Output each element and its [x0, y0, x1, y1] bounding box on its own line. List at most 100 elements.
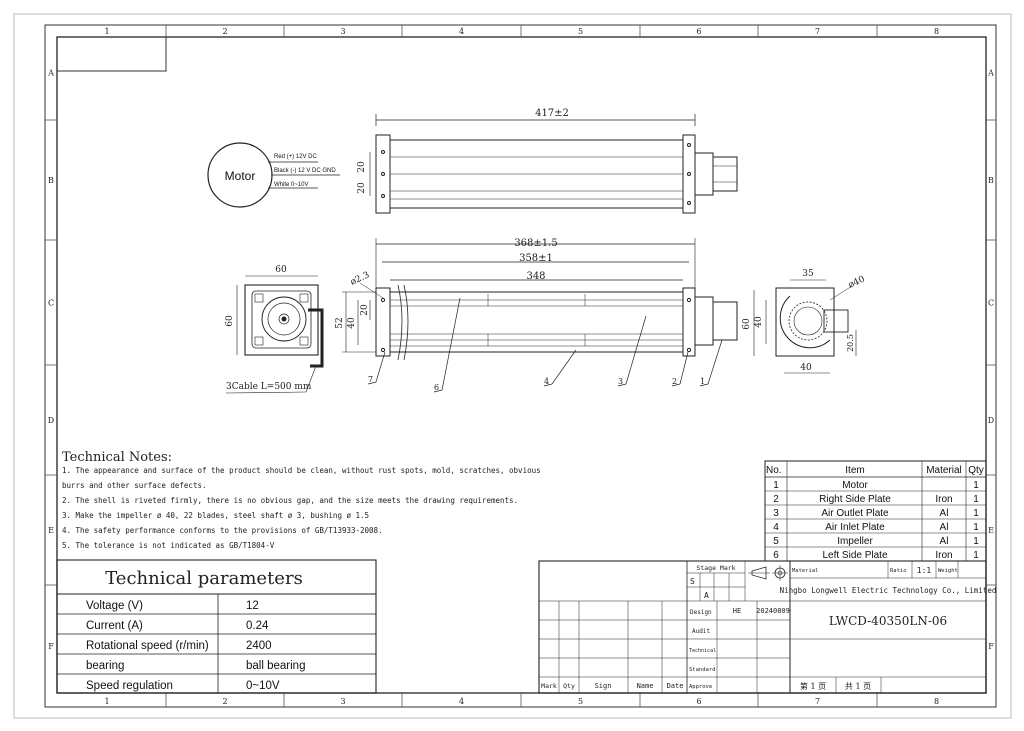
zone-col-6-bottom: 6: [696, 697, 701, 706]
tb-material: Material: [792, 568, 819, 574]
frame-border: [44, 24, 997, 708]
bom-cell-r2-c2: Right Side Plate: [819, 494, 891, 505]
dim-right-35: 35: [802, 269, 814, 279]
bom-cell-r4-c1: 4: [773, 522, 779, 533]
tb-ratio-label: Ratio: [890, 568, 907, 574]
tb-standard: Standard: [689, 667, 716, 673]
zone-row-A-right: A: [987, 69, 994, 78]
tb-designer: HE: [733, 607, 741, 615]
tb-ratio: 1:1: [917, 566, 932, 575]
technical-notes: Technical Notes: 1. The appearance and s…: [62, 450, 541, 550]
zone-row-C-left: C: [48, 299, 54, 308]
wire-label-black: Black (-) 12 V DC GND: [274, 168, 336, 174]
note-line-5: 4. The safety performance conforms to th…: [62, 526, 383, 535]
param-key-bearing: bearing: [86, 660, 124, 672]
tb-sign: Sign: [595, 682, 612, 690]
right-end-view: 35 ø40 60 40 40 20.5: [742, 269, 867, 374]
zone-col-1-top: 1: [104, 27, 109, 36]
tb-qty: Qty: [563, 682, 575, 690]
tb-company: Ningbo Longwell Electric Technology Co.,…: [780, 586, 997, 595]
callout-2: 2: [672, 377, 677, 386]
zone-col-8-bottom: 8: [934, 697, 939, 706]
zone-row-C-right: C: [988, 299, 994, 308]
note-line-3: 2. The shell is riveted firmly, there is…: [62, 496, 518, 505]
note-line-4: 3. Make the impeller ø 40, 22 blades, st…: [62, 511, 369, 520]
dim-top-20b: 20: [357, 182, 367, 194]
tb-part-number: LWCD-40350LN-06: [829, 614, 947, 628]
bom-cell-r5-c4: 1: [973, 536, 979, 547]
dim-358: 358±1: [519, 253, 553, 264]
dim-right-20-5: 20.5: [846, 334, 855, 352]
bom-cell-r6-c4: 1: [973, 550, 979, 561]
zone-row-D-right: D: [988, 416, 994, 425]
dim-top-20a: 20: [357, 161, 367, 173]
dim-right-dia40: ø40: [847, 274, 867, 290]
param-val-voltage: 12: [246, 600, 259, 612]
tb-date-label: Date: [667, 682, 684, 690]
bom-header-item: Item: [845, 465, 864, 476]
bom-cell-r3-c2: Air Outlet Plate: [821, 508, 889, 519]
zone-marks: [45, 25, 996, 707]
tb-approve: Approve: [689, 684, 712, 690]
param-key-speed: Rotational speed (r/min): [86, 640, 209, 652]
zone-row-F-right: F: [988, 642, 994, 651]
bom-cell-r4-c2: Air Inlet Plate: [825, 522, 885, 533]
bom-cell-r5-c1: 5: [773, 536, 779, 547]
bom-header-qty: Qty: [968, 465, 984, 476]
title-block-text: Stage Mark S A Material Ratio 1:1 Weight…: [541, 564, 996, 691]
corner-box: [56, 36, 167, 72]
zone-col-7-bottom: 7: [815, 697, 820, 706]
tb-name: Name: [637, 682, 654, 690]
wire-label-white: White 0~10V: [274, 182, 309, 188]
dim-right-b40: 40: [800, 363, 812, 373]
tb-design-label: Design: [690, 609, 712, 616]
zone-row-B-left: B: [48, 176, 54, 185]
tb-stage-mark: Stage Mark: [696, 564, 735, 572]
bom-cell-r1-c1: 1: [773, 480, 779, 491]
tb-weight: Weight: [938, 568, 958, 574]
motor-wiring-symbol: Motor Red (+) 12V DC Black (-) 12 V DC G…: [207, 142, 340, 208]
bom-cell-r3-c4: 1: [973, 508, 979, 519]
bom-cell-r6-c2: Left Side Plate: [822, 550, 887, 561]
bom-cell-r2-c4: 1: [973, 494, 979, 505]
bom-cell-r2-c1: 2: [773, 494, 779, 505]
zone-row-F-left: F: [48, 642, 54, 651]
zone-col-5-bottom: 5: [578, 697, 583, 706]
zone-col-8-top: 8: [934, 27, 939, 36]
callout-1: 1: [700, 377, 705, 386]
callout-numbers: 7 6 4 3 2 1: [368, 375, 705, 392]
tb-s: S: [690, 577, 695, 586]
param-key-current: Current (A): [86, 620, 143, 632]
bom-cell-r3-c1: 3: [773, 508, 779, 519]
param-val-speed: 2400: [246, 640, 272, 652]
note-line-1: 1. The appearance and surface of the pro…: [62, 466, 541, 475]
bom-text: No. Item Material Qty: [766, 465, 984, 476]
dim-368: 368±1.5: [514, 238, 557, 249]
bom-cell-r5-c3: Al: [940, 536, 949, 547]
zone-row-E-right: E: [988, 526, 994, 535]
zone-col-2-bottom: 2: [222, 697, 227, 706]
param-val-current: 0.24: [246, 620, 269, 632]
left-end-view: 60 60 3Cable L=500 mm: [225, 265, 324, 394]
zone-row-E-left: E: [48, 526, 54, 535]
zone-row-B-right: B: [988, 176, 994, 185]
zone-col-7-top: 7: [815, 27, 820, 36]
zone-col-6-top: 6: [696, 27, 701, 36]
zone-col-1-bottom: 1: [104, 697, 109, 706]
note-line-6: 5. The tolerance is not indicated as GB/…: [62, 541, 275, 550]
zone-col-5-top: 5: [578, 27, 583, 36]
top-view: 417±2 20 20: [357, 108, 738, 214]
tb-total: 共 1 页: [845, 682, 871, 691]
dim-right-60: 60: [742, 318, 752, 330]
bom-cell-r1-c4: 1: [973, 480, 979, 491]
callout-3: 3: [618, 377, 623, 386]
tb-mark: Mark: [541, 682, 557, 690]
tb-a: A: [704, 591, 709, 600]
bom-cell-r6-c1: 6: [773, 550, 779, 561]
dim-40: 40: [347, 317, 357, 329]
zone-col-3-top: 3: [340, 27, 345, 36]
part-callouts: [367, 297, 723, 393]
dim-417: 417±2: [535, 108, 569, 119]
